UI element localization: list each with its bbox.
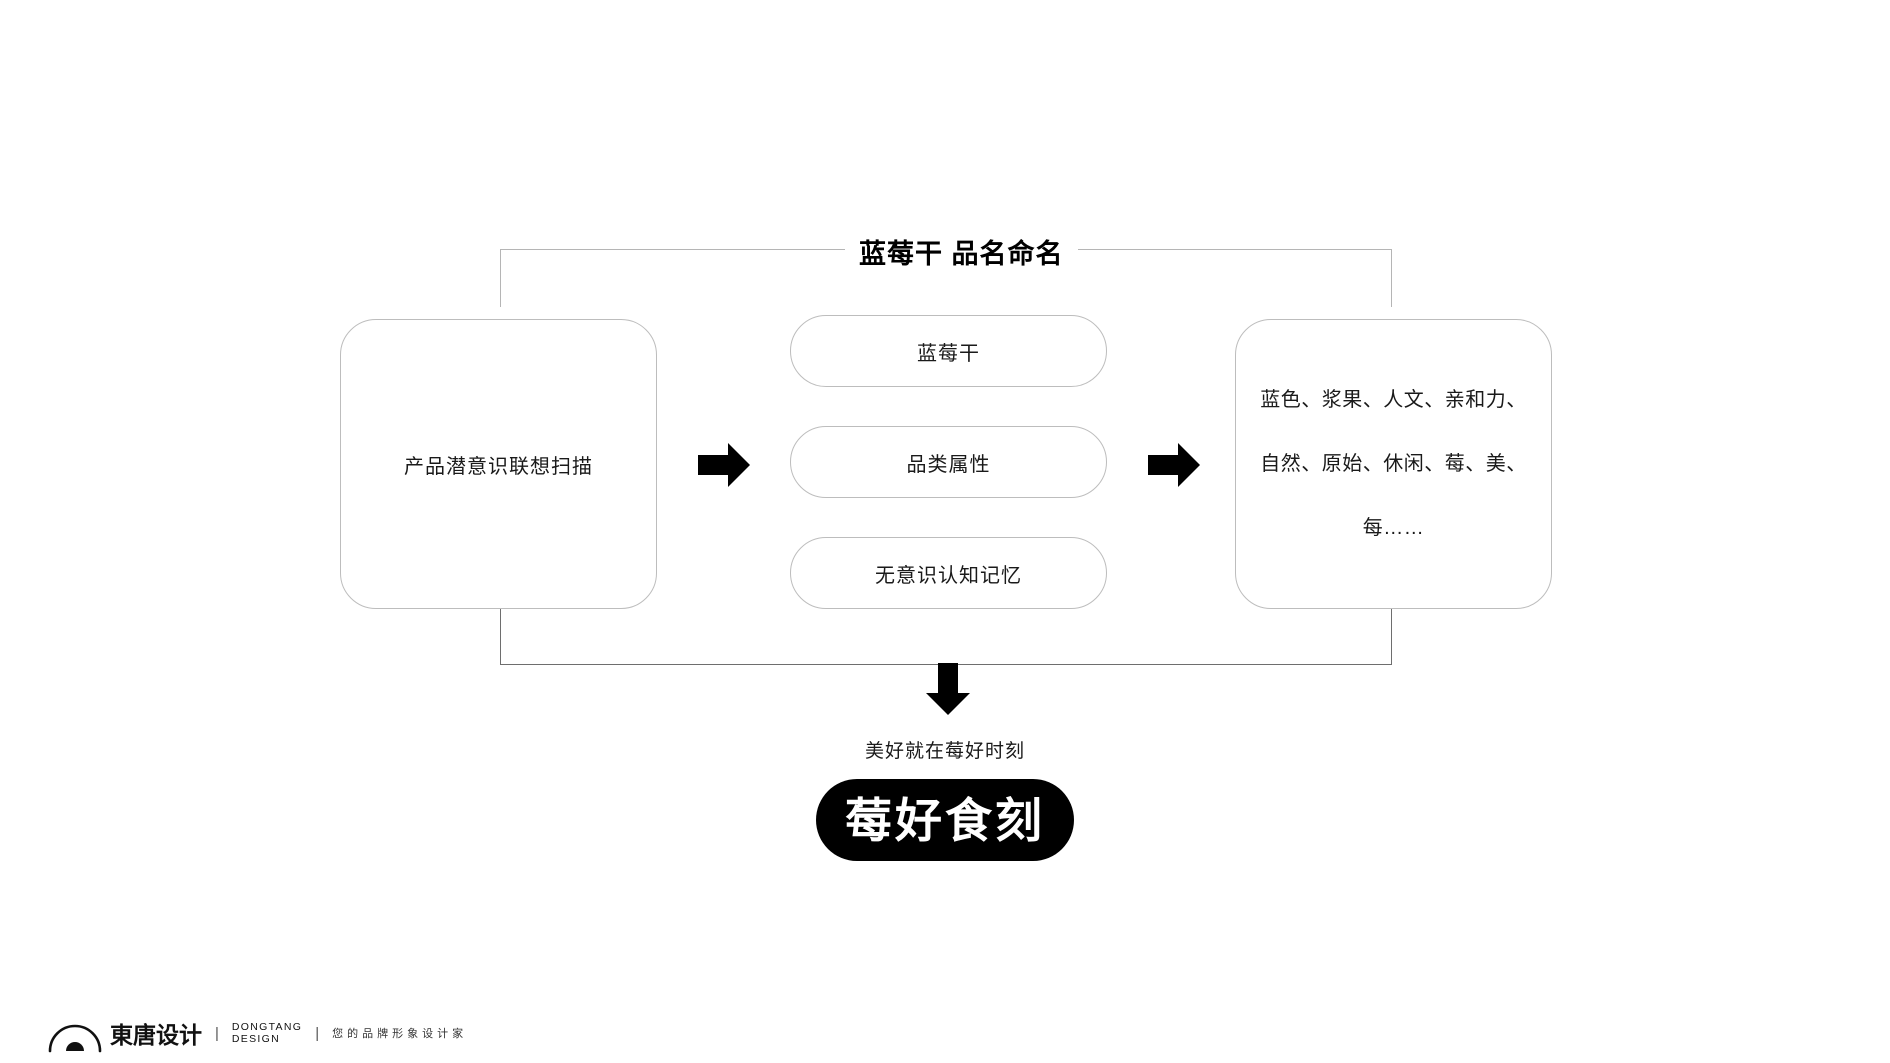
dongtang-logo-icon [48,1013,102,1053]
brand-name-badge: 莓好食刻 [816,779,1074,861]
footer-logo-en-line2: DESIGN [231,1033,280,1045]
arrow-right-icon [698,441,750,489]
footer-logo-cn: 東唐设计 [110,1023,202,1049]
footer-logo-en: DONGTANG DESIGN [232,1021,302,1045]
footer-slogan: 您的品牌形象设计家 [332,1028,468,1040]
result-tagline: 美好就在莓好时刻 [864,741,1025,762]
bottom-bracket-connector [500,608,1392,665]
pill-item-2[interactable]: 无意识认知记忆 [790,537,1107,609]
footer-separator-2: | [315,1024,320,1042]
page-title: 蓝莓干 品名命名 [845,232,1078,271]
card-keyword-associations-label: 蓝色、浆果、人文、亲和力、自然、原始、休闲、莓、美、每…… [1260,389,1527,539]
pill-item-2-label: 无意识认知记忆 [875,564,1022,587]
pill-item-0-label: 蓝莓干 [917,342,980,365]
arrow-down-icon [924,663,972,715]
card-keyword-associations[interactable]: 蓝色、浆果、人文、亲和力、自然、原始、休闲、莓、美、每…… [1235,319,1552,609]
brand-name-text: 莓好食刻 [845,793,1045,847]
footer-logo-bar: 東唐设计 | DONGTANG DESIGN | 您的品牌形象设计家 [48,1012,467,1054]
footer-logo-en-line1: DONGTANG [231,1021,303,1033]
footer-separator-1: | [215,1024,219,1042]
card-product-scan[interactable]: 产品潜意识联想扫描 [340,319,657,609]
pill-item-1-label: 品类属性 [906,453,991,476]
pill-item-1[interactable]: 品类属性 [790,426,1107,498]
arrow-right-icon [1148,441,1200,489]
card-product-scan-label: 产品潜意识联想扫描 [404,455,593,478]
pill-item-0[interactable]: 蓝莓干 [790,315,1107,387]
